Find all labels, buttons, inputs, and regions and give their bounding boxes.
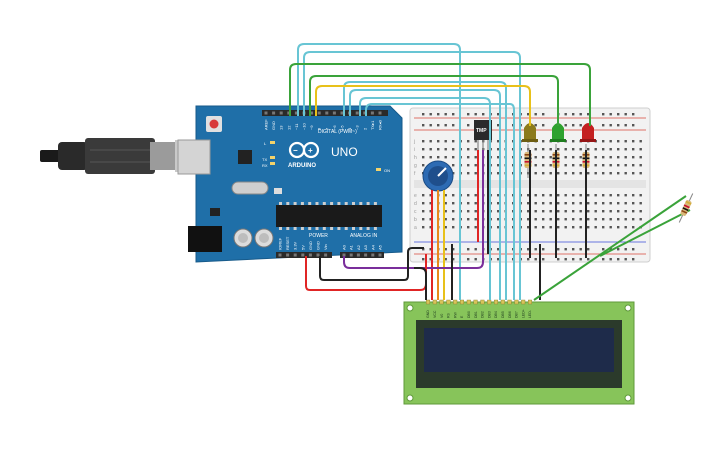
analog-pin-label: A1 xyxy=(349,244,354,250)
wires xyxy=(289,43,691,301)
l-led-label: L xyxy=(264,141,267,146)
arduino-logo: − + xyxy=(288,141,320,159)
wire-purple xyxy=(343,150,484,269)
breadboard-row-label: g xyxy=(414,163,417,169)
lcd-pin-label: LED- xyxy=(528,309,532,318)
tx-led-label: TX xyxy=(262,157,267,162)
usb-jack xyxy=(177,139,211,175)
analog-header xyxy=(340,252,384,258)
rx-led-label: RX xyxy=(262,163,268,168)
breadboard-row-label: e xyxy=(414,193,417,199)
lcd-screen xyxy=(424,328,614,372)
chip-pins xyxy=(279,202,377,230)
digital-pin-label: 7 xyxy=(324,127,329,130)
analog-pin-label: A0 xyxy=(342,244,347,250)
dc-jack xyxy=(188,226,222,252)
lcd-pin-label: RS xyxy=(447,312,451,318)
breadboard-row-label: f xyxy=(414,171,416,177)
digital-pin-label: ~10 xyxy=(302,122,307,130)
power-pin-label: 3.3V xyxy=(293,241,298,250)
wire-cyan xyxy=(359,97,491,300)
digital-header xyxy=(262,110,388,116)
digital-pin-label: ~11 xyxy=(294,123,299,130)
power-header-label: POWER xyxy=(309,233,328,239)
wire-green xyxy=(599,209,691,257)
breadboard-row-label: j xyxy=(413,139,415,145)
wire-green xyxy=(533,195,687,301)
power-pin-label: IOREF xyxy=(278,237,283,250)
svg-text:+: + xyxy=(308,146,313,155)
lcd-pin-label: VCC xyxy=(433,310,437,318)
arduino-uno-board: − + ARDUINO UNO TX RX L ON DIGITAL (PWM~… xyxy=(177,105,403,263)
analog-pin-label: A3 xyxy=(363,244,368,250)
breadboard-row-label: a xyxy=(414,225,417,231)
lcd-pin-label: RW xyxy=(453,312,457,318)
power-pin-label: Vin xyxy=(323,244,328,250)
led-yellow xyxy=(522,123,538,142)
lcd-pin-label: LED+ xyxy=(521,309,525,318)
temperature-sensor: TMP xyxy=(474,120,492,150)
digital-pin-label: ~3 xyxy=(355,125,360,130)
lcd-pin-label: E xyxy=(460,315,464,318)
wire-cyan xyxy=(365,103,515,300)
digital-pin-label: ~9 xyxy=(309,125,314,130)
external-resistor xyxy=(678,193,694,223)
digital-header-label: DIGITAL (PWM~) xyxy=(318,129,357,135)
lcd-pin-label: DB2 xyxy=(481,311,485,318)
wire-black xyxy=(414,267,427,300)
digital-pin-label: 12 xyxy=(286,125,291,130)
digital-pin-label: TX▸1 xyxy=(370,120,375,130)
atmega-chip xyxy=(276,205,382,227)
lcd-pin-label: DB1 xyxy=(474,311,478,318)
digital-pin-label: ~5 xyxy=(340,125,345,130)
on-led-label: ON xyxy=(384,168,390,173)
digital-pin-label: AREF xyxy=(264,119,269,130)
analog-pin-label: A4 xyxy=(370,244,375,250)
lcd-pin-label: DB4 xyxy=(494,311,498,318)
breadboard-row-label: c xyxy=(414,209,417,215)
power-pin-label: GND xyxy=(316,241,321,250)
analog-pin-label: A2 xyxy=(356,244,361,250)
power-pin-label: 5V xyxy=(300,245,305,250)
arduino-model-label: UNO xyxy=(331,145,358,159)
digital-pin-label: GND xyxy=(271,121,276,130)
svg-text:−: − xyxy=(293,146,298,155)
sensor-label: TMP xyxy=(476,128,487,134)
crystal xyxy=(231,181,269,195)
wire-green xyxy=(309,75,559,126)
wire-cyan xyxy=(349,89,501,300)
breadboard-row-label: h xyxy=(414,155,417,161)
digital-pin-label: 13 xyxy=(279,125,284,130)
breadboard-row-label: d xyxy=(414,201,417,207)
digital-pin-label: 4 xyxy=(347,127,352,130)
lcd-pin-label: DB7 xyxy=(515,311,519,318)
wire-black xyxy=(319,247,424,281)
wire-cyan xyxy=(297,43,461,300)
wire-yellow xyxy=(315,85,531,126)
breadboard-row-label: b xyxy=(414,217,417,223)
power-pin-label: RESET xyxy=(285,236,290,250)
digital-pin-label: 8 xyxy=(317,127,322,130)
wire-green xyxy=(289,63,591,126)
power-pin-label: GND xyxy=(308,241,313,250)
lcd-pin-label: GND xyxy=(426,310,430,318)
led-red xyxy=(580,123,596,142)
breadboard-row-label: i xyxy=(414,147,415,153)
led-green xyxy=(550,123,566,142)
wire-cyan xyxy=(303,51,521,300)
analog-header-label: ANALOG IN xyxy=(350,233,378,239)
lcd-pin-label: DB0 xyxy=(467,311,471,318)
arduino-brand-label: ARDUINO xyxy=(288,163,316,169)
digital-pin-label: 2 xyxy=(362,127,367,130)
lcd-pin-label: DB6 xyxy=(508,311,512,318)
lcd-pin-label: DB3 xyxy=(487,311,491,318)
digital-pin-label: ~6 xyxy=(332,125,337,130)
digital-pin-label: RX◂0 xyxy=(378,119,383,130)
analog-pin-label: A5 xyxy=(378,244,383,250)
lcd-pin-label: V0 xyxy=(440,314,444,318)
potentiometer xyxy=(422,160,454,192)
lcd-pin-label: DB5 xyxy=(501,311,505,318)
